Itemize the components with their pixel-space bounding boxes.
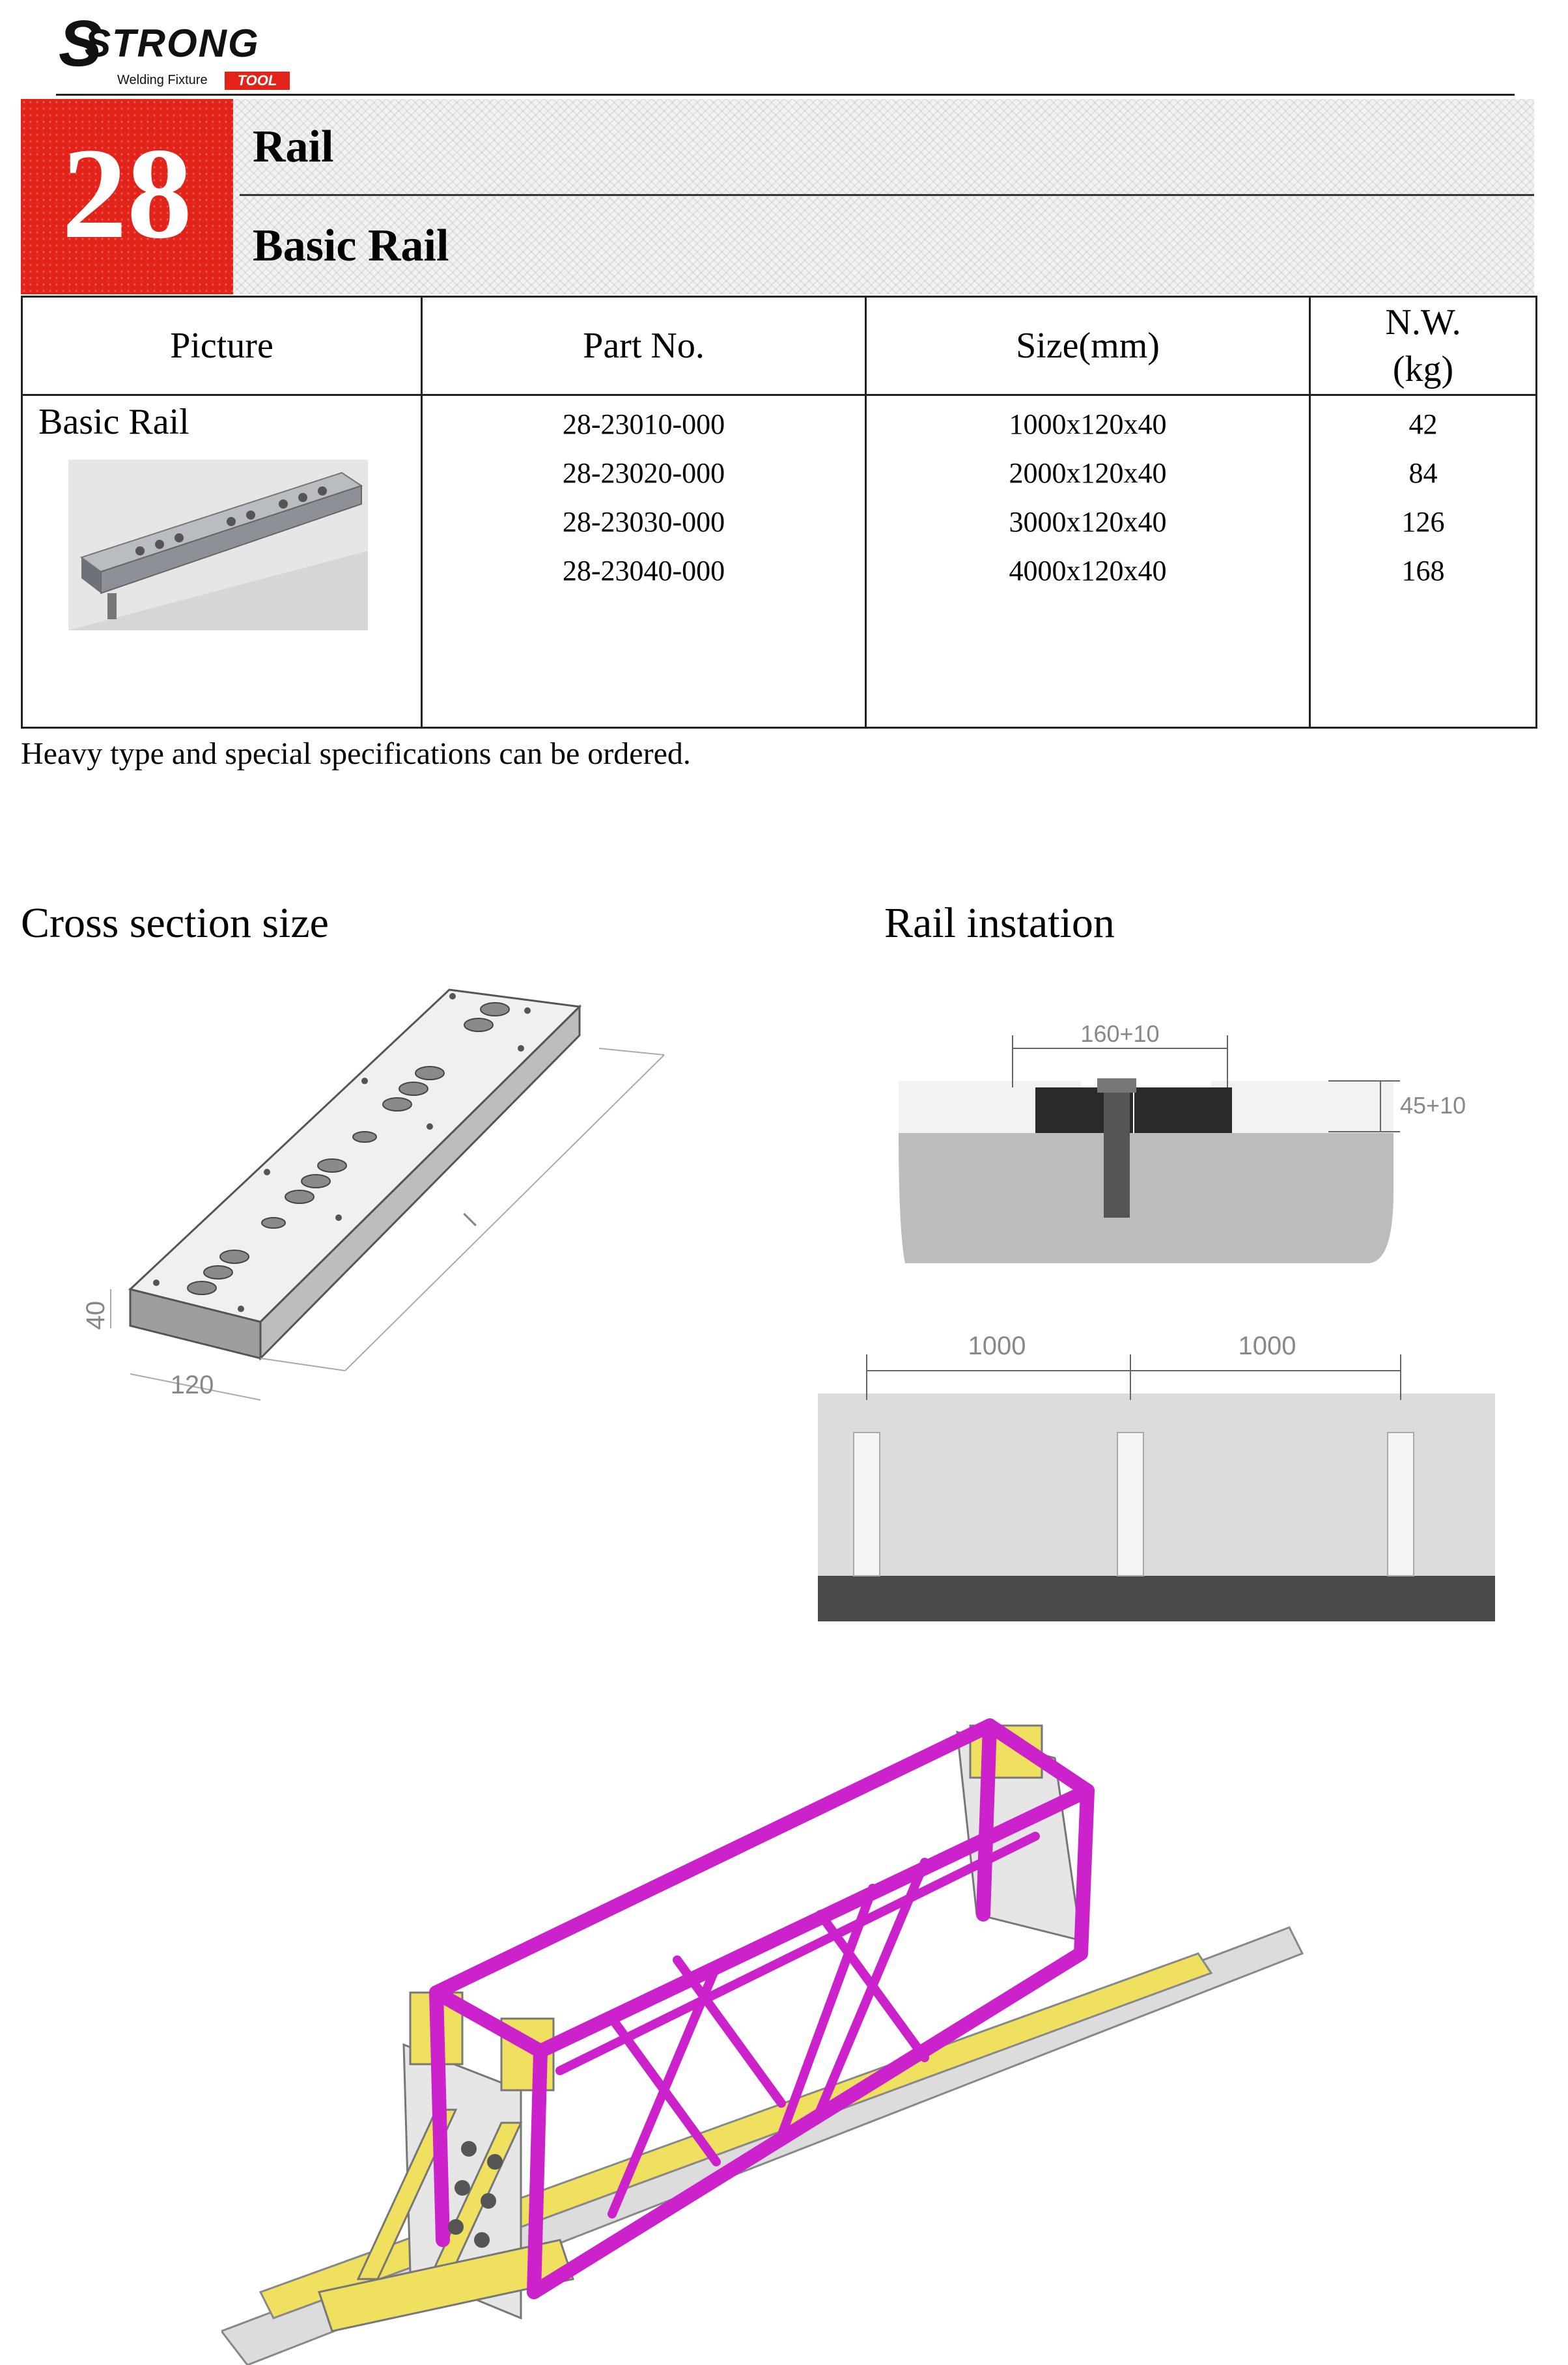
section-number: 28 xyxy=(62,122,192,266)
basic-rail-photo xyxy=(68,460,368,630)
col-header-size: Size(mm) xyxy=(865,296,1311,396)
section-number-box: 28 xyxy=(21,99,233,294)
size-value: 1000x120x40 xyxy=(1009,408,1167,440)
size-value: 4000x120x40 xyxy=(1009,555,1167,587)
title-band xyxy=(233,99,1534,294)
logo-s-glyph: S xyxy=(59,7,102,80)
logo-tagline: Welding Fixture xyxy=(117,73,208,87)
nw-value: 84 xyxy=(1408,457,1438,489)
company-logo: S STRONG Welding Fixture TOOL xyxy=(59,7,293,91)
size-value: 2000x120x40 xyxy=(1009,457,1167,489)
part-no-value: 28-23040-000 xyxy=(562,555,725,587)
page-subtitle: Basic Rail xyxy=(253,221,449,271)
order-note: Heavy type and special specifications ca… xyxy=(21,736,691,771)
width-dim-label: 120 xyxy=(171,1371,214,1399)
cross-section-heading: Cross section size xyxy=(21,899,329,947)
spacing-label-2: 1000 xyxy=(1239,1332,1296,1360)
rail-installation-heading: Rail instation xyxy=(884,899,1115,947)
welding-fixture-illustration xyxy=(221,1718,1304,2365)
gap-dim-label: 160+10 xyxy=(1080,1020,1159,1047)
part-no-value: 28-23030-000 xyxy=(562,506,725,538)
title-divider xyxy=(240,194,1534,196)
nw-cell: 42 84 126 168 xyxy=(1309,394,1537,729)
spec-table: Picture Part No. Size(mm) N.W. (kg) Basi… xyxy=(21,296,1537,729)
table-header-row: Picture Part No. Size(mm) N.W. (kg) xyxy=(21,296,1537,396)
col-header-picture: Picture xyxy=(21,296,423,396)
part-no-value: 28-23020-000 xyxy=(562,457,725,489)
nw-value: 126 xyxy=(1401,506,1445,538)
part-no-cell: 28-23010-000 28-23020-000 28-23030-000 2… xyxy=(421,394,867,729)
picture-label: Basic Rail xyxy=(38,402,189,442)
spacing-label-1: 1000 xyxy=(968,1332,1026,1360)
part-no-value: 28-23010-000 xyxy=(562,408,725,440)
logo-wordmark: STRONG xyxy=(85,21,260,65)
col-header-part-no: Part No. xyxy=(421,296,867,396)
length-dim-label: l xyxy=(459,1209,482,1231)
size-cell: 1000x120x40 2000x120x40 3000x120x40 4000… xyxy=(865,394,1311,729)
header-rule xyxy=(56,94,1515,96)
cross-section-diagram: l 40 120 xyxy=(81,988,665,1401)
nw-value: 42 xyxy=(1408,408,1438,440)
height-dim-label: 40 xyxy=(81,1301,110,1330)
rail-spacing-plan: 1000 1000 xyxy=(818,1332,1495,1621)
page-title: Rail xyxy=(253,122,334,172)
table-body-row: Basic Rail 28-23 xyxy=(21,394,1537,729)
logo-tool-badge: TOOL xyxy=(225,72,290,90)
nw-value: 168 xyxy=(1401,555,1445,587)
col-header-nw: N.W. (kg) xyxy=(1309,296,1537,396)
size-value: 3000x120x40 xyxy=(1009,506,1167,538)
depth-dim-label: 45+10 xyxy=(1400,1092,1466,1119)
picture-cell: Basic Rail xyxy=(21,394,423,729)
rail-installation-section: 160+10 45+10 xyxy=(899,1020,1466,1263)
